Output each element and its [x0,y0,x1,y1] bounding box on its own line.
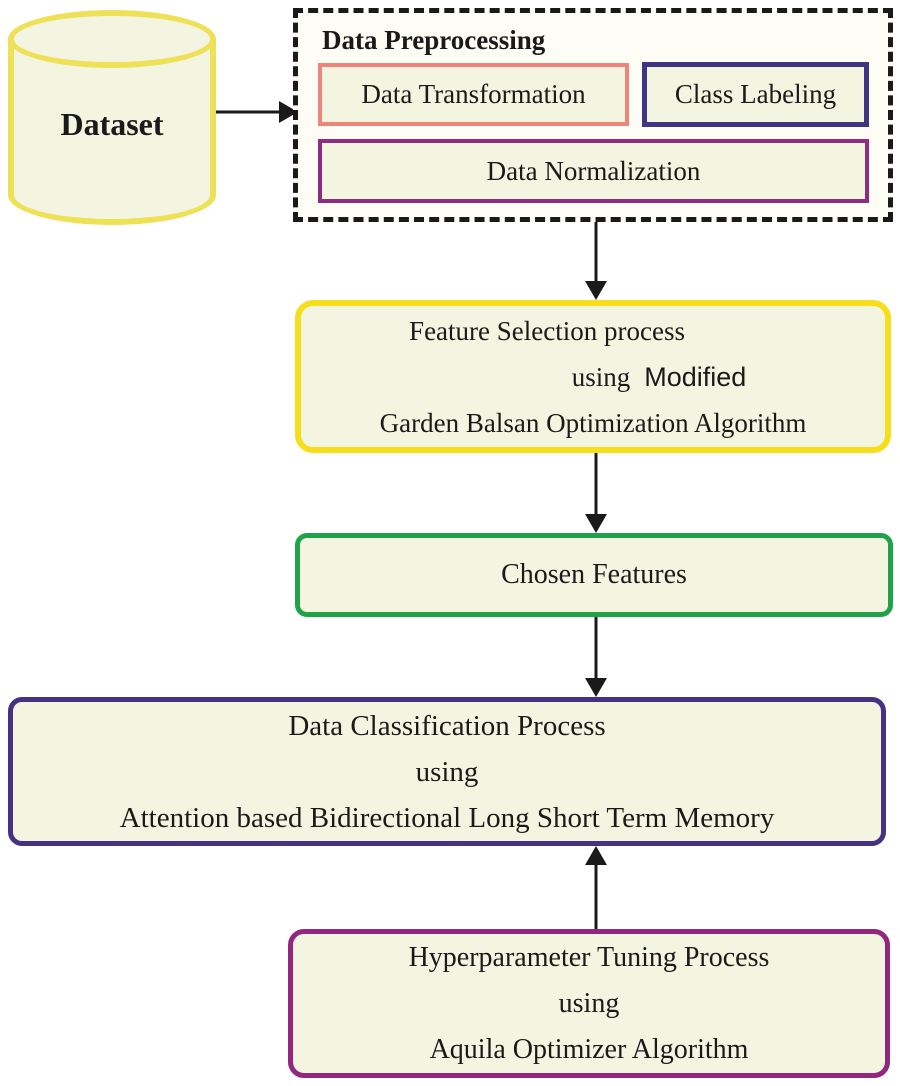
chosen-features-box: Chosen Features [295,533,893,617]
arrowhead-down-icon [585,281,607,300]
dataset-label: Dataset [60,106,164,142]
arrow-shaft [594,617,598,683]
arrowhead-down-icon [585,514,607,533]
feature-selection-line1: Feature Selection process [409,315,685,346]
dataset-cylinder: Dataset [8,10,216,225]
arrow-dataset-to-preprocessing [216,100,298,124]
tuning-box: Hyperparameter Tuning Process using Aqui… [288,929,890,1078]
feature-selection-line2: using Modified [572,354,747,400]
data-normalization-box: Data Normalization [318,139,869,203]
arrow-preprocessing-to-feature-selection [584,222,608,300]
tuning-line2: using [558,987,620,1019]
class-labeling-label: Class Labeling [674,79,837,109]
classification-line1: Data Classification Process [288,709,606,742]
arrow-shaft [216,110,284,114]
arrow-shaft [594,453,598,519]
feature-selection-line3: Garden Balsan Optimization Algorithm [379,407,807,438]
arrow-shaft [594,860,598,929]
classification-box: Data Classification Process using Attent… [8,697,886,846]
class-labeling-box: Class Labeling [642,62,869,127]
arrow-chosen-features-to-classification [584,617,608,697]
arrowhead-up-icon [585,846,607,865]
chosen-features-label: Chosen Features [501,559,687,590]
classification-line2: using [415,755,479,788]
classification-line3: Attention based Bidirectional Long Short… [119,801,775,834]
arrow-tuning-to-classification [584,846,608,929]
data-normalization-label: Data Normalization [486,155,701,186]
dataset-cylinder-body [8,38,216,225]
dataset-cylinder-top-ellipse [8,10,216,68]
arrow-shaft [594,222,598,286]
tuning-line1: Hyperparameter Tuning Process [408,941,770,973]
tuning-line3: Aquila Optimizer Algorithm [429,1033,749,1065]
arrowhead-down-icon [585,678,607,697]
feature-selection-modified: Modified [644,361,747,392]
data-transformation-box: Data Transformation [318,63,629,126]
preprocessing-group: Data Preprocessing Data Transformation C… [293,8,893,222]
preprocessing-title: Data Preprocessing [322,25,546,55]
arrow-feature-selection-to-chosen-features [584,453,608,533]
data-transformation-label: Data Transformation [361,79,586,109]
feature-selection-using: using [571,361,631,392]
